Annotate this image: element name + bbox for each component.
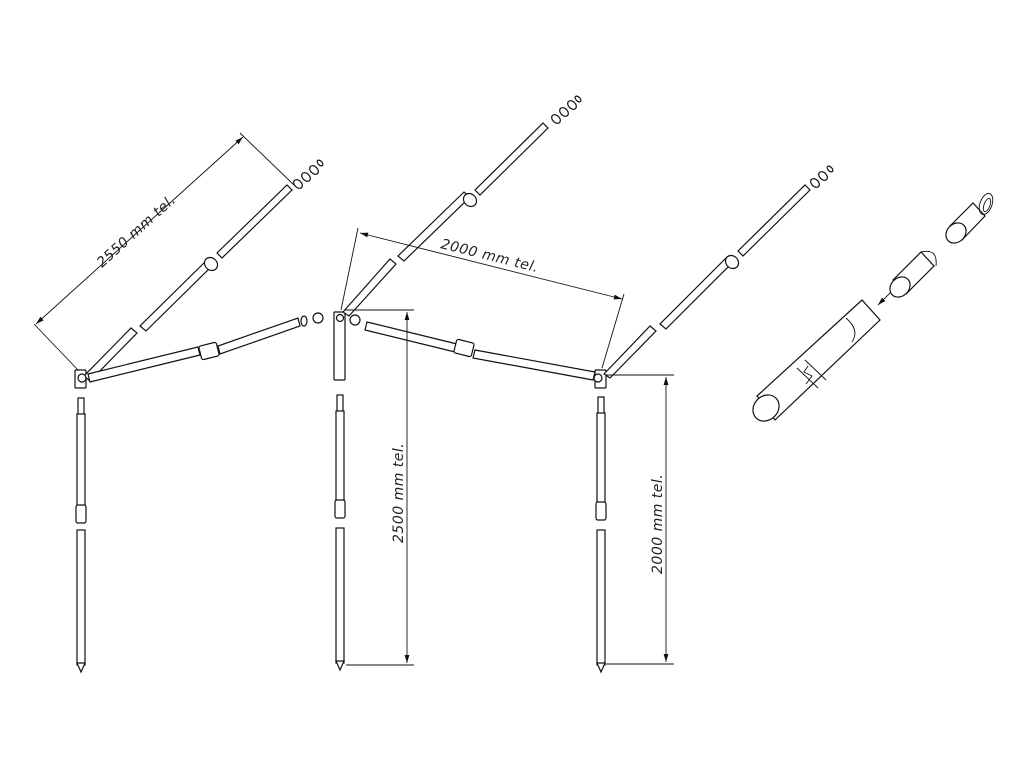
dimension-label-2500: 2500 mm tel.: [391, 443, 407, 543]
dimension-height-right: 2000 mm tel.: [606, 374, 674, 665]
right-upright-pole: [594, 369, 607, 674]
left-roof-bar: [77, 312, 324, 383]
dimension-label-2000-span: 2000 mm tel.: [439, 236, 540, 276]
dimension-span-roof: 2000 mm tel.: [340, 227, 625, 369]
dimension-label-2000-height: 2000 mm tel.: [650, 474, 666, 574]
center-upright-pole: [333, 311, 346, 672]
dimension-height-center: 2500 mm tel.: [345, 309, 414, 666]
left-upright-pole: [74, 369, 87, 674]
dimension-label-2550: 2550 mm tel.: [94, 192, 179, 271]
right-roof-bar: [335, 313, 603, 383]
center-rafter: [342, 95, 582, 317]
right-rafter: [603, 165, 834, 379]
end-cap-detail: [752, 193, 994, 422]
